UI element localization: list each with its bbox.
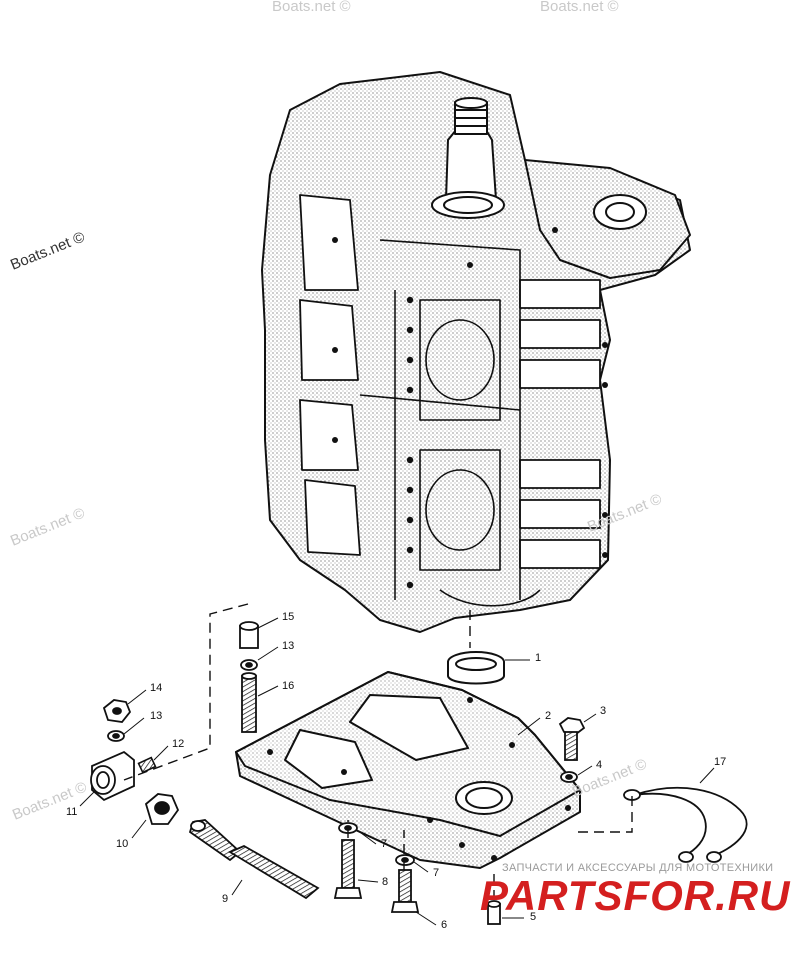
engine-block — [261, 71, 691, 633]
leader-line-3 — [583, 713, 597, 723]
nut-14 — [102, 699, 132, 723]
callout-9: 9 — [222, 893, 229, 905]
callout-3: 3 — [600, 705, 607, 717]
callout-2: 2 — [545, 710, 552, 722]
watermark: Boats.net © — [540, 0, 619, 15]
leader-line-15 — [257, 617, 279, 629]
dowel-pin-5 — [487, 900, 501, 925]
callout-12: 12 — [172, 738, 185, 750]
brand-logo: PARTSFOR.RU — [480, 872, 791, 919]
washer-7b — [395, 854, 415, 866]
washer-13a — [107, 730, 125, 742]
leader-line-10 — [131, 819, 147, 839]
callout-5: 5 — [530, 911, 537, 923]
callout-6: 6 — [441, 919, 448, 931]
callout-10: 10 — [116, 838, 129, 850]
leader-line-8 — [357, 879, 379, 883]
callout-14: 14 — [150, 682, 163, 694]
leader-line-6 — [415, 911, 437, 926]
leader-line-16 — [257, 685, 279, 697]
screw-12 — [137, 756, 157, 774]
callout-1: 1 — [535, 652, 542, 664]
stud-16 — [241, 672, 257, 733]
leader-line-2 — [517, 717, 541, 736]
callout-7a: 7 — [381, 838, 388, 850]
mount-block-11 — [90, 750, 135, 802]
callout-4: 4 — [596, 759, 603, 771]
leader-line-14 — [127, 689, 147, 705]
leader-line-9 — [231, 879, 243, 896]
leader-line-7a — [356, 829, 377, 845]
sleeve-15 — [239, 621, 259, 649]
long-bolt-8 — [333, 839, 363, 899]
leader-line-7b — [413, 861, 429, 873]
hex-bolt-3 — [558, 717, 586, 761]
callout-8: 8 — [382, 876, 389, 888]
callout-16: 16 — [282, 680, 295, 692]
lock-washer-4 — [560, 771, 578, 783]
adapter-plate — [235, 671, 581, 869]
brand-tagline: ЗАПЧАСТИ И АКСЕССУАРЫ ДЛЯ МОТОТЕХНИКИ — [502, 862, 774, 874]
callout-13b: 13 — [282, 640, 295, 652]
seal-ring — [447, 651, 505, 685]
hex-bolt-6 — [390, 869, 420, 913]
leader-line-11 — [79, 791, 95, 807]
leader-line-4 — [577, 765, 593, 776]
callout-15: 15 — [282, 611, 295, 623]
callout-17: 17 — [714, 756, 727, 768]
assembly-guide-lines — [123, 603, 633, 900]
threaded-studs-9 — [188, 819, 320, 900]
callout-11: 11 — [66, 806, 78, 818]
leader-line-12 — [153, 745, 169, 761]
hex-nut-10 — [144, 793, 180, 825]
leader-line-13b — [257, 646, 279, 661]
callout-7b: 7 — [433, 867, 440, 879]
leader-line-13a — [123, 717, 145, 735]
watermark: Boats.net © — [272, 0, 351, 15]
callout-13a: 13 — [150, 710, 163, 722]
leader-line-17 — [699, 767, 715, 784]
washer-13b — [240, 659, 258, 671]
ground-wire-17 — [623, 786, 748, 863]
